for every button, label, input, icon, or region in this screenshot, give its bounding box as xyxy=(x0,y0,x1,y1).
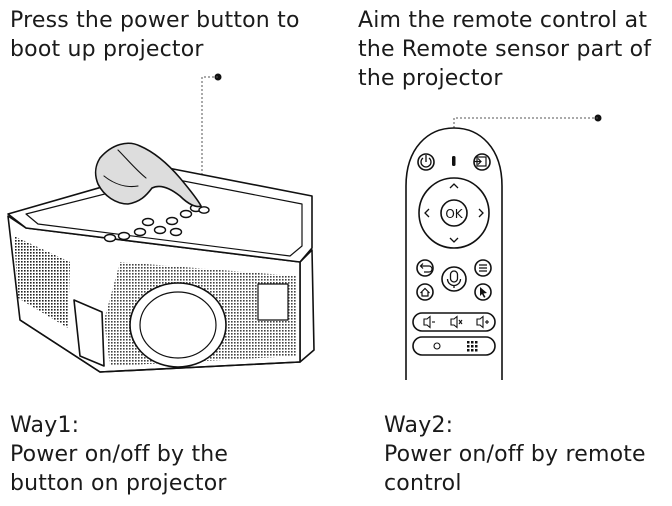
right-instruction-line-3: the projector xyxy=(358,66,503,91)
remote-ok-button xyxy=(440,199,468,227)
projector-lens xyxy=(129,282,227,368)
right-instruction-line-1: Aim the remote control at xyxy=(358,8,648,33)
way2-line-2: control xyxy=(384,471,462,496)
remote-mic-button xyxy=(441,266,467,292)
remote-settings-bar xyxy=(412,336,496,356)
right-instruction-line-2: the Remote sensor part of xyxy=(358,37,652,62)
projector-side-panel xyxy=(257,283,289,321)
remote-pointer-button xyxy=(474,283,492,301)
apps-icon xyxy=(467,341,478,352)
way1-line-2: button on projector xyxy=(10,471,227,496)
remote-home-button xyxy=(416,283,434,301)
remote-dpad xyxy=(418,177,490,249)
left-instruction-line-1: Press the power button to xyxy=(10,8,300,33)
remote-ok-label: OK xyxy=(445,207,463,221)
remote-back-button xyxy=(416,259,434,277)
projector xyxy=(7,167,315,373)
left-instruction-line-2: boot up projector xyxy=(10,37,204,62)
way1-line-1: Power on/off by the xyxy=(10,442,229,467)
remote-volume-bar xyxy=(412,312,496,332)
left-vent xyxy=(14,236,70,328)
projector-right-side xyxy=(299,249,315,363)
remote-input-button xyxy=(473,153,491,171)
power-button-leader-line xyxy=(201,73,222,205)
way1-caption: Way1: Power on/off by the button on proj… xyxy=(10,411,228,498)
way2-caption: Way2: Power on/off by remote control xyxy=(384,411,646,498)
settings-icon xyxy=(433,342,441,350)
hand xyxy=(94,142,202,208)
left-instruction: Press the power button to boot up projec… xyxy=(10,6,300,64)
way2-line-1: Power on/off by remote xyxy=(384,442,646,467)
way2-title: Way2: xyxy=(384,413,454,438)
way1-title: Way1: xyxy=(10,413,80,438)
right-instruction: Aim the remote control at the Remote sen… xyxy=(358,6,651,93)
remote-sensor xyxy=(452,156,456,166)
remote-power-button xyxy=(417,153,435,171)
remote-menu-button xyxy=(474,259,492,277)
remote-control xyxy=(405,127,503,380)
